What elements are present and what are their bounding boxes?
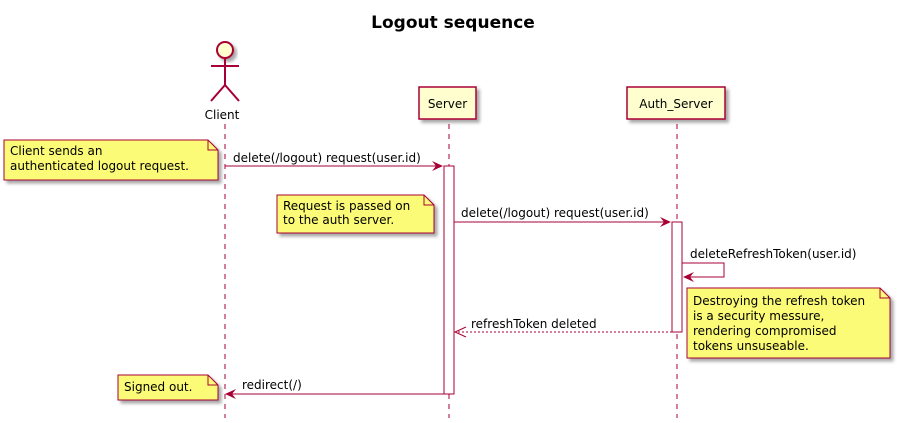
message-client-to-server: delete(/logout) request(user.id) <box>225 151 443 171</box>
client-label: Client <box>205 108 240 122</box>
message-server-to-client: redirect(/) <box>225 378 444 399</box>
auth-server-box <box>626 86 726 120</box>
message-server-to-auth: delete(/logout) request(user.id) <box>454 206 671 227</box>
note-line: Destroying the refresh token <box>693 294 865 308</box>
arrowhead-icon <box>683 272 694 282</box>
server-box <box>418 86 477 120</box>
note-line: Request is passed on <box>283 199 410 213</box>
note-client-request: Client sends an authenticated logout req… <box>3 139 219 181</box>
note-fold-icon <box>207 140 218 151</box>
message-label-3: deleteRefreshToken(user.id) <box>690 247 856 261</box>
note-line: Signed out. <box>124 380 192 394</box>
arrowhead-icon <box>225 389 236 399</box>
note-line: is a security messure, <box>693 309 824 323</box>
arrowhead-icon <box>660 217 671 227</box>
client-actor: Client <box>205 41 240 122</box>
message-label-4: refreshToken deleted <box>471 317 597 331</box>
server-activation-bar <box>443 165 455 395</box>
message-label-2: delete(/logout) request(user.id) <box>461 206 649 220</box>
arrowhead-icon <box>432 161 443 171</box>
note-line: Client sends an <box>10 144 102 158</box>
note-signed-out: Signed out. <box>117 374 219 401</box>
diagram-title: Logout sequence <box>371 13 535 33</box>
note-fold-icon <box>423 195 434 206</box>
message-label-1: delete(/logout) request(user.id) <box>233 151 421 165</box>
auth-server-label: Auth_Server <box>639 97 713 111</box>
server-label: Server <box>428 97 467 111</box>
note-line: to the auth server. <box>283 213 394 227</box>
message-self-call: deleteRefreshToken(user.id) <box>682 247 856 282</box>
note-destroy-token: Destroying the refresh token is a securi… <box>686 287 891 359</box>
actor-left-leg <box>210 84 226 102</box>
note-line: rendering compromised <box>693 324 837 338</box>
note-line: tokens unsuseable. <box>693 339 809 353</box>
note-server-pass: Request is passed on to the auth server. <box>276 194 435 234</box>
actor-head-icon <box>216 41 234 59</box>
note-fold-icon <box>207 375 218 386</box>
auth-server-participant: Auth_Server <box>626 86 726 120</box>
message-label-5: redirect(/) <box>242 378 302 392</box>
open-arrowhead-icon <box>453 326 467 338</box>
note-line: authenticated logout request. <box>10 159 189 173</box>
message-return-to-server: refreshToken deleted <box>453 317 672 338</box>
note-fold-icon <box>879 288 890 299</box>
actor-right-leg <box>224 84 240 102</box>
auth-server-activation-bar <box>671 221 683 333</box>
server-participant: Server <box>418 86 477 120</box>
